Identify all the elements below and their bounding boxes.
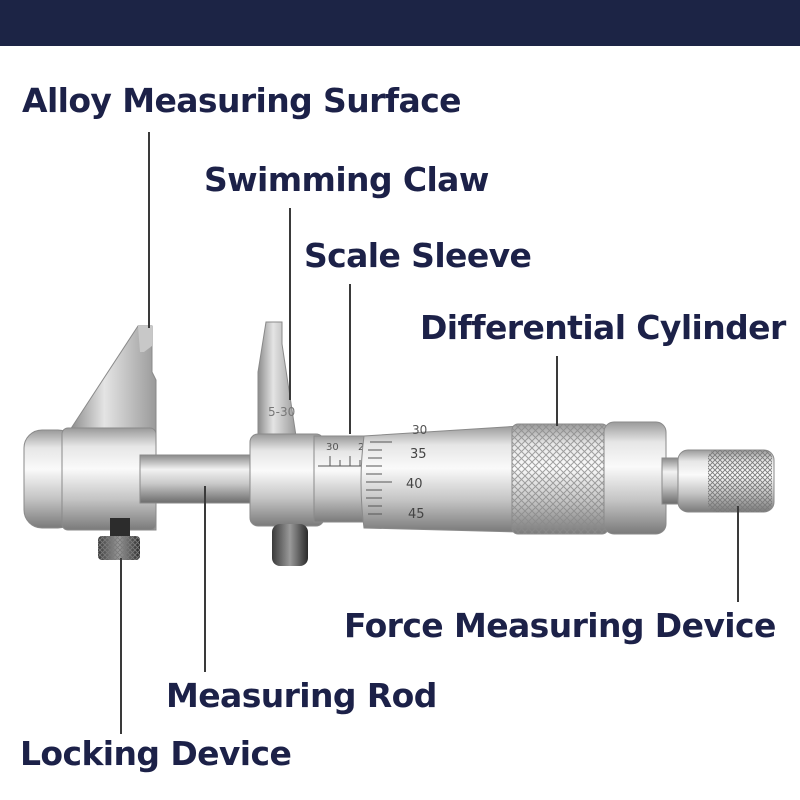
label-alloy-measuring-surface: Alloy Measuring Surface [22, 81, 462, 120]
label-scale-sleeve: Scale Sleeve [304, 236, 532, 275]
thimble-end [603, 421, 667, 535]
leader-line-rod [204, 486, 206, 672]
label-swimming-claw: Swimming Claw [204, 160, 489, 199]
leader-line-force [737, 506, 739, 602]
thimble-shape: 30 35 40 45 [360, 423, 521, 533]
leader-line-sleeve [349, 284, 351, 434]
label-measuring-rod: Measuring Rod [166, 676, 437, 715]
lower-pin [272, 524, 308, 566]
claw-range-engraving: 5-30 [268, 405, 295, 419]
label-force-measuring-device: Force Measuring Device [344, 606, 776, 645]
thimble-scale-mark: 40 [406, 477, 423, 492]
thimble-scale-mark: 45 [408, 507, 425, 522]
leader-line-claw [289, 208, 291, 400]
ratchet-shape [677, 449, 775, 513]
measuring-rod-shape [139, 454, 265, 504]
leader-line-cylinder [556, 356, 558, 426]
left-end-cap [23, 427, 157, 531]
sleeve-scale-mark: 30 [326, 442, 339, 453]
sleeve-scale-mark: 2 [358, 442, 364, 453]
leader-line-alloy [148, 132, 150, 328]
thimble-scale-mark: 35 [410, 447, 427, 462]
top-banner [0, 0, 800, 46]
label-locking-device: Locking Device [20, 734, 292, 773]
label-differential-cylinder: Differential Cylinder [420, 308, 786, 347]
locking-knob [98, 518, 140, 560]
claw-body [249, 433, 325, 527]
ratchet-neck [661, 457, 681, 505]
differential-cylinder-shape [511, 423, 609, 535]
leader-line-locking [120, 558, 122, 734]
thimble-scale-mark: 30 [412, 423, 427, 437]
